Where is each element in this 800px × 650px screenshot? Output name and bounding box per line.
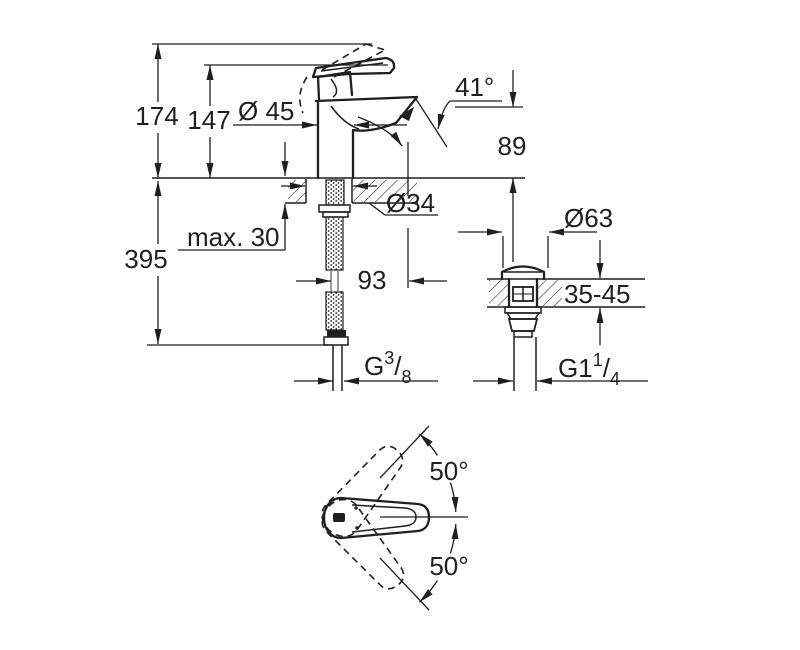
handle-logo-mark: [333, 513, 345, 522]
braided-hose-lower: [325, 291, 344, 331]
dim-body-diameter: Ø 45: [233, 96, 407, 129]
handle-outline: [322, 496, 431, 540]
lever-inner-line: [320, 62, 384, 72]
label-supply-thread: G3/8: [364, 348, 412, 387]
label-max-thickness: max. 30: [187, 222, 280, 252]
label-swing-up: 50°: [429, 456, 468, 486]
label-spout-projection: 93: [358, 265, 387, 295]
label-lever-height: 147: [187, 105, 230, 135]
label-total-height: 174: [135, 101, 178, 131]
handle-top-view: 50° 50°: [321, 425, 469, 611]
hose-ferrule: [327, 330, 346, 337]
spray-angle-line: [415, 98, 448, 148]
dim-outlet-height: 89: [455, 70, 526, 262]
swing-arc-up: [418, 433, 438, 456]
dim-hole-diameter: Ø34: [281, 182, 438, 218]
swing-line-up: [379, 425, 430, 479]
dim-hose-length: 395: [124, 181, 331, 346]
lever-handle: [311, 56, 396, 79]
basin-hatch-left: [489, 280, 509, 306]
braided-hose-upper: [325, 216, 344, 271]
dim-waste-thread: G11/4: [473, 350, 648, 389]
cartridge-detail: [330, 78, 338, 98]
handle-dashed-down: [321, 498, 405, 590]
label-spout-angle: 41°: [455, 72, 494, 102]
label-body-diameter: Ø 45: [238, 96, 294, 126]
supply-hose: [318, 179, 351, 391]
lever-raised-dashed: [299, 43, 386, 114]
threaded-shank: [325, 179, 345, 206]
mounting-nut: [318, 204, 351, 213]
waste-flange: [504, 306, 542, 314]
dim-spout-projection: 93: [296, 265, 447, 295]
spout-angle-leader: [437, 100, 451, 130]
dim-flange-diameter: Ø63: [458, 203, 613, 268]
label-basin-thickness: 35-45: [564, 279, 631, 309]
spray-arc-arrow: [357, 116, 403, 147]
deck-hatch-left: [288, 180, 306, 202]
hose-connector: [323, 336, 349, 346]
swing-line-down: [379, 557, 430, 611]
aerator-marker: [399, 107, 414, 121]
swing-arc-down: [418, 580, 438, 603]
label-hole-diameter: Ø34: [386, 188, 435, 218]
dim-spout-angle: 41°: [437, 72, 502, 130]
label-swing-down: 50°: [429, 551, 468, 581]
dim-supply-thread: G3/8: [294, 348, 438, 387]
dim-basin-thickness: 35-45: [564, 240, 631, 345]
basin-hatch-right: [537, 280, 562, 306]
label-flange-diameter: Ø63: [564, 203, 613, 233]
faucet-side-view: [299, 43, 448, 288]
label-hose-length: 395: [124, 244, 167, 274]
drain-side-view: [487, 265, 645, 391]
dim-max-thickness: max. 30: [178, 142, 289, 252]
label-outlet-height: 89: [498, 131, 527, 161]
dim-lever-height: 147: [187, 64, 388, 178]
waste-cap: [500, 265, 546, 281]
dim-total-height: 174: [135, 43, 372, 178]
faucet-body-outline: [314, 95, 419, 180]
handle-dashed-up: [321, 445, 404, 538]
waste-nut: [507, 318, 539, 332]
label-waste-thread: G11/4: [558, 350, 620, 389]
handle-inner-contour: [351, 504, 417, 533]
